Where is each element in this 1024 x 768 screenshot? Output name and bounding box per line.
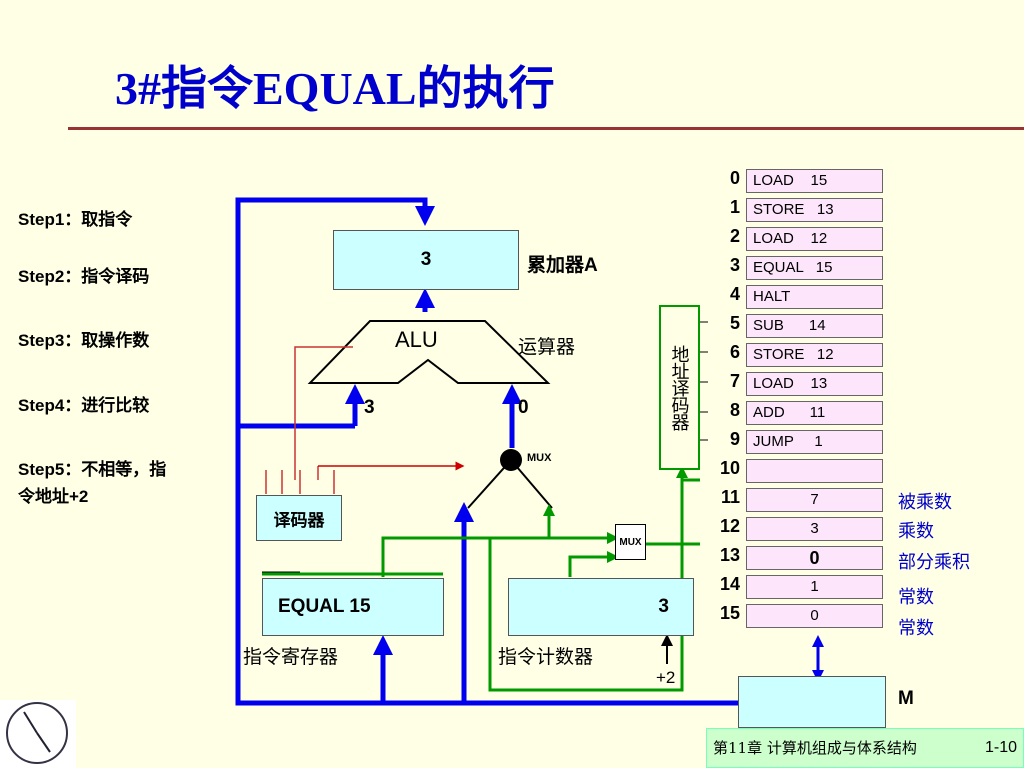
step-5: Step5：不相等，指 [18, 460, 167, 479]
accumulator-label: 累加器A [527, 255, 598, 276]
memory-cell: STORE 13 [746, 198, 883, 222]
accumulator-value: 3 [420, 249, 432, 270]
memory-address: 5 [729, 313, 740, 333]
memory-address: 12 [719, 516, 740, 536]
memory-cell: LOAD 12 [746, 227, 883, 251]
clock-icon [0, 700, 76, 768]
memory-address: 0 [729, 168, 740, 188]
memory-address: 2 [729, 226, 740, 246]
footer-page: 1-10 [984, 739, 1017, 756]
ir-label: 指令寄存器 [243, 647, 339, 668]
alu-input-left-value: 3 [364, 397, 375, 418]
memory-unit [738, 676, 886, 728]
title-divider [68, 127, 1024, 130]
instruction-decoder: 译码器 [256, 495, 342, 541]
note-multiplier: 乘数 [898, 521, 934, 541]
memory-cell: 1 [746, 575, 883, 599]
memory-address: 7 [729, 371, 740, 391]
green-pc-loop [488, 478, 700, 692]
memory-address: 9 [729, 429, 740, 449]
alu-text: ALU [395, 327, 438, 352]
footer-bar: 第11章 计算机组成与体系结构 1-10 [706, 728, 1024, 768]
decoder-label: 译码器 [273, 510, 325, 530]
alu-shape [307, 320, 551, 384]
step-5-cont: 令地址+2 [18, 487, 89, 506]
memory-cell: 0 [746, 604, 883, 628]
memory-cell: SUB 14 [746, 314, 883, 338]
memory-address: 13 [719, 545, 740, 565]
instruction-register: EQUAL 15 [262, 578, 444, 636]
alu-input-right-value: 0 [518, 397, 529, 418]
address-decoder: 地址译码器 [659, 305, 700, 470]
footer-chapter: 第11章 计算机组成与体系结构 [713, 739, 917, 757]
memory-label: M [898, 688, 914, 709]
mux-small-box: MUX [615, 524, 646, 560]
memory-cell: 3 [746, 517, 883, 541]
memory-cell: EQUAL 15 [746, 256, 883, 280]
note-multiplicand: 被乘数 [898, 492, 952, 512]
pc-value: 3 [658, 596, 669, 617]
pc-increment: +2 [656, 668, 676, 687]
pc-label: 指令计数器 [498, 647, 594, 668]
note-constant-1: 常数 [898, 587, 934, 607]
mux-top-label: MUX [527, 452, 552, 464]
memory-cell: LOAD 15 [746, 169, 883, 193]
memory-address: 3 [729, 255, 740, 275]
memory-address: 6 [729, 342, 740, 362]
memory-cell: ADD 11 [746, 401, 883, 425]
step-2: Step2：指令译码 [18, 267, 150, 286]
ir-value: EQUAL 15 [278, 596, 371, 617]
mux-small-label: MUX [619, 536, 642, 548]
green-mux-small [568, 551, 619, 577]
memory-cell: 7 [746, 488, 883, 512]
addr-decoder-ticks [700, 321, 708, 441]
memory-cell [746, 459, 883, 483]
memory-address: 15 [719, 603, 740, 623]
address-decoder-label: 地址译码器 [669, 345, 690, 430]
memory-address: 4 [729, 284, 740, 304]
step-3: Step3：取操作数 [18, 331, 150, 350]
alu-label: 运算器 [518, 337, 576, 358]
memory-cell: HALT [746, 285, 883, 309]
memory-address: 11 [720, 487, 740, 507]
memory-cell: STORE 12 [746, 343, 883, 367]
bus-main [235, 197, 738, 706]
note-constant-2: 常数 [898, 618, 934, 638]
memory-address: 14 [719, 574, 740, 594]
memory-cell: LOAD 13 [746, 372, 883, 396]
memory-address: 8 [729, 400, 740, 420]
note-partial-product: 部分乘积 [898, 552, 970, 572]
step-4: Step4：进行比较 [18, 396, 150, 415]
program-counter: 3 [508, 578, 694, 636]
memory-cell: 0 [746, 546, 883, 570]
memory-cell: JUMP 1 [746, 430, 883, 454]
memory-address: 10 [719, 458, 740, 478]
memory-address: 1 [729, 197, 740, 217]
page-title: 3#指令EQUAL的执行 [115, 63, 555, 114]
step-1: Step1：取指令 [18, 210, 133, 229]
green-ir-addr [381, 532, 619, 577]
control-line-1 [294, 346, 353, 480]
accumulator-register: 3 [333, 230, 519, 290]
